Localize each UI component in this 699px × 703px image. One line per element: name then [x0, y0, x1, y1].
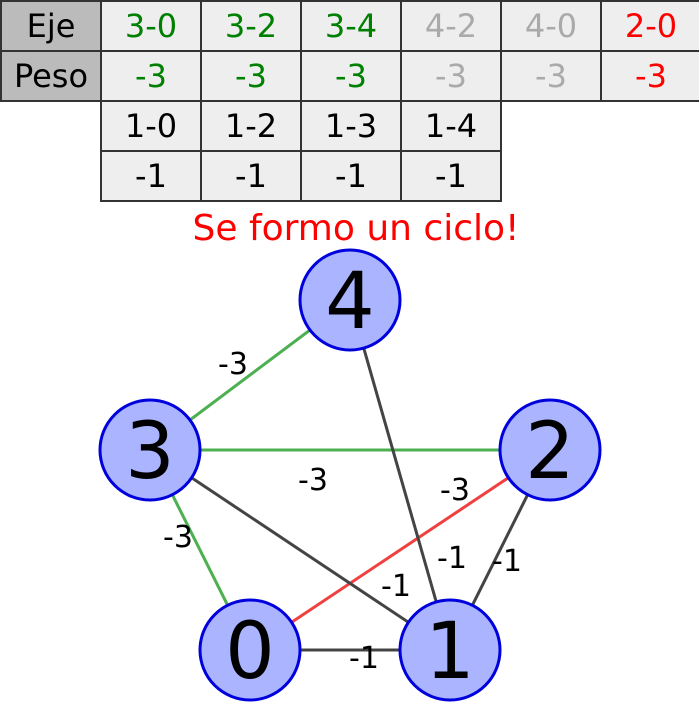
edge-weight: -1 — [235, 157, 267, 195]
edge-weight-label: -1 — [437, 541, 467, 576]
edge-label-cell — [200, 100, 302, 152]
edge-weights: -3 -3 -3 -3 -1 -1 -1 -1 — [163, 347, 522, 676]
node-label: 2 — [525, 407, 575, 497]
edge-label: 2-0 — [625, 7, 677, 45]
edge-weight: -1 — [435, 157, 467, 195]
edge-weight-cell — [300, 50, 402, 102]
edge-weight-cell — [400, 150, 502, 202]
node-circle — [498, 398, 602, 502]
cycle-message: Se formo un ciclo! — [193, 208, 520, 249]
edge-weight: -3 — [435, 57, 467, 95]
node-1: 1 — [398, 598, 502, 702]
edge-weight-label: -1 — [492, 544, 522, 579]
edge-weight: -1 — [335, 157, 367, 195]
row-label-peso-cell — [0, 50, 102, 102]
graph-nodes: 0 1 2 3 4 — [98, 248, 602, 702]
node-2: 2 — [498, 398, 602, 502]
edge-label: 3-2 — [225, 7, 277, 45]
edge-label: 1-0 — [125, 107, 177, 145]
edge-label-cell — [600, 0, 699, 52]
edge-weight: -3 — [635, 57, 667, 95]
graph-edges — [148, 298, 552, 652]
edge-label: 3-0 — [125, 7, 177, 45]
node-label: 3 — [125, 407, 175, 497]
node-label: 4 — [325, 257, 375, 347]
node-label: 1 — [425, 607, 475, 697]
edge-weight-cell — [300, 150, 402, 202]
edge-weight: -1 — [135, 157, 167, 195]
edge-weight-cell — [500, 50, 602, 102]
row-label-eje: Eje — [27, 7, 76, 45]
edge-3-1 — [149, 448, 451, 652]
node-3: 3 — [98, 398, 202, 502]
edge-label: 4-0 — [525, 7, 577, 45]
edge-4-1 — [348, 299, 452, 651]
edge-label: 1-3 — [325, 107, 377, 145]
node-label: 0 — [225, 607, 275, 697]
row-label-peso: Peso — [14, 57, 88, 95]
edge-weight-cell — [100, 150, 202, 202]
edge-weight-cell — [200, 50, 302, 102]
edge-weight-label: -1 — [349, 641, 379, 676]
edge-label-cell — [400, 100, 502, 152]
row-label-eje-cell — [0, 0, 102, 52]
node-0: 0 — [198, 598, 302, 702]
edge-label-cell — [300, 100, 402, 152]
edge-label: 1-4 — [425, 107, 477, 145]
edge-weight-label: -3 — [298, 463, 328, 498]
edge-weight: -3 — [235, 57, 267, 95]
edge-weight-label: -3 — [440, 473, 470, 508]
edge-2-0 — [249, 448, 551, 652]
edge-weight: -3 — [535, 57, 567, 95]
edge-weight: -3 — [335, 57, 367, 95]
edge-label: 3-4 — [325, 7, 377, 45]
node-circle — [398, 598, 502, 702]
edge-label: 4-2 — [425, 7, 477, 45]
edge-weight-label: -3 — [163, 520, 193, 555]
node-circle — [98, 398, 202, 502]
node-circle — [198, 598, 302, 702]
edge-weight-label: -1 — [381, 569, 411, 604]
edge-weight: -3 — [135, 57, 167, 95]
edge-weight-cell — [600, 50, 699, 102]
edge-weight-cell — [200, 150, 302, 202]
edge-label: 1-2 — [225, 107, 277, 145]
edge-weight-label: -3 — [218, 347, 248, 382]
edge-weight-cell — [400, 50, 502, 102]
node-4: 4 — [298, 248, 402, 352]
node-circle — [298, 248, 402, 352]
